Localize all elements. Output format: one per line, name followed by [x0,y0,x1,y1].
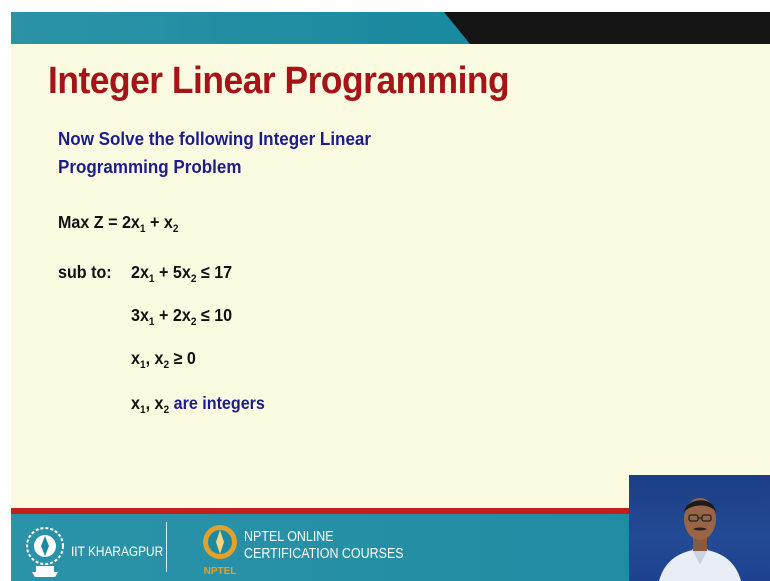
constraint-term: x [131,348,140,368]
nptel-line-1: NPTEL ONLINE [244,529,334,545]
nptel-logo-text: NPTEL [204,566,237,577]
constraint-relation: are integers [169,393,265,413]
subscript: 1 [139,359,146,371]
top-band-dark [444,12,770,44]
subscript: 1 [139,404,146,416]
constraint-term: , x [145,393,164,413]
footer-divider [166,522,167,572]
slide-content-area [11,44,770,508]
subscript: 2 [163,359,170,371]
problem-intro: Now Solve the following Integer Linear P… [58,125,389,181]
subscript: 1 [139,223,146,235]
intro-line: Programming Problem [58,156,242,177]
nptel-logo-icon: NPTEL [203,525,237,577]
constraint-1: 2x1 + 5x2 ≤ 17 [131,262,233,285]
subscript: 2 [172,223,179,235]
presenter-webcam [629,475,770,581]
constraint-term: , x [145,348,164,368]
constraint-relation: ≤ 10 [196,305,233,325]
iit-kharagpur-logo-icon [26,527,64,577]
constraints-label: sub to: [58,262,112,282]
intro-line: Now Solve the following Integer Linear [58,128,372,149]
nptel-line-2: CERTIFICATION COURSES [244,546,404,562]
objective-text: Max Z = 2x [58,212,140,232]
constraint-2: 3x1 + 2x2 ≤ 10 [131,305,233,328]
constraint-term: + 2x [154,305,191,325]
subscript: 2 [190,316,197,328]
subscript: 2 [163,404,170,416]
constraint-relation: ≥ 0 [169,348,196,368]
subscript: 1 [148,273,155,285]
footer-accent-line [11,508,770,514]
institute-name: IIT KHARAGPUR [71,544,164,559]
objective-text: + x [145,212,173,232]
constraint-term: x [131,393,140,413]
subscript: 1 [148,316,155,328]
subscript: 2 [190,273,197,285]
constraint-integrality: x1, x2 are integers [131,393,265,416]
constraint-term: 2x [131,262,149,282]
constraint-nonnegativity: x1, x2 ≥ 0 [131,348,196,371]
constraint-term: 3x [131,305,149,325]
objective-function: Max Z = 2x1 + x2 [58,212,179,235]
constraint-relation: ≤ 17 [196,262,233,282]
slide-title: Integer Linear Programming [48,60,510,102]
presenter-figure-icon [659,498,741,581]
constraint-term: + 5x [154,262,191,282]
